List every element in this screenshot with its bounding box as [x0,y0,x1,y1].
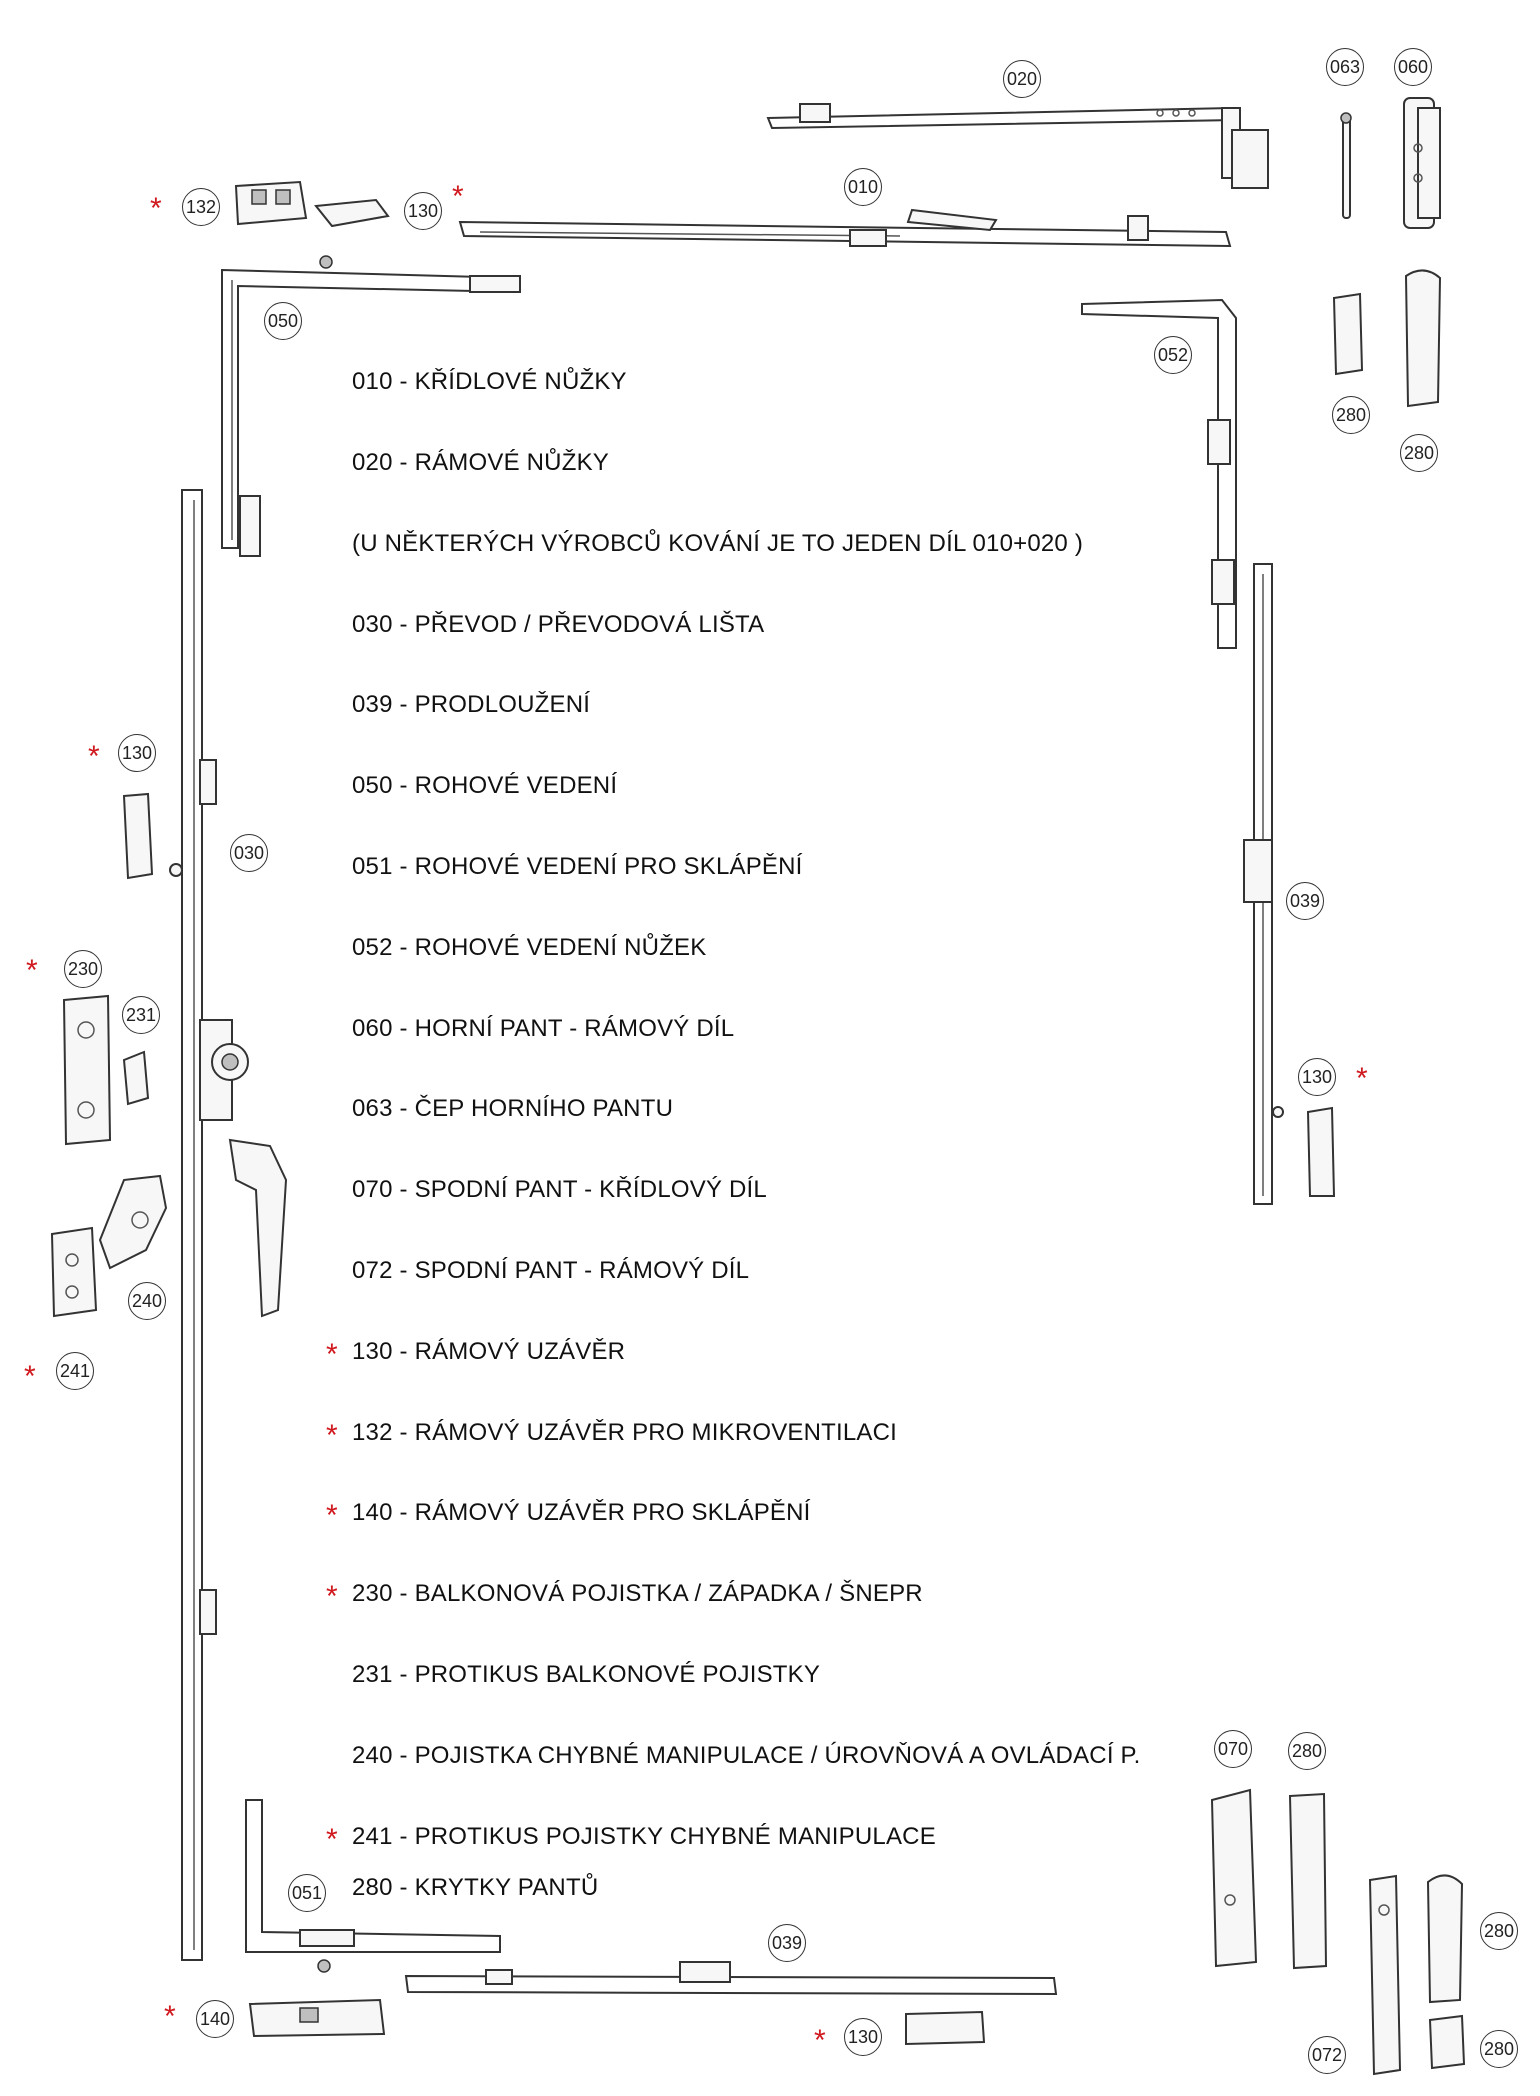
callout-132: 132 [182,188,220,226]
part-240-misoperation-device [98,1174,168,1270]
part-280-cap-upper [1332,269,1442,408]
star-230: * [26,954,38,987]
star-130-right: * [1356,1062,1368,1095]
callout-280-d: 280 [1480,1912,1518,1950]
part-072-bottom-hinge-frame [1368,1874,1402,2076]
callout-051: 051 [288,1874,326,1912]
callout-230: 230 [64,950,102,988]
part-241-device-keeper [50,1226,98,1318]
legend-item: 130 - RÁMOVÝ UZÁVĚR [352,1338,626,1365]
part-063-hinge-pin [1340,112,1352,219]
legend-item: 060 - HORNÍ PANT - RÁMOVÝ DÍL [352,1015,735,1042]
legend-item: 240 - POJISTKA CHYBNÉ MANIPULACE / ÚROVŇ… [352,1742,1141,1769]
legend-star: * [326,1419,338,1452]
legend-item: (U NĚKTERÝCH VÝROBCŮ KOVÁNÍ JE TO JEDEN … [352,530,1084,557]
legend-item: 020 - RÁMOVÉ NŮŽKY [352,449,609,476]
legend-item: 230 - BALKONOVÁ POJISTKA / ZÁPADKA / ŠNE… [352,1580,923,1607]
part-060-top-hinge [1403,97,1441,229]
callout-280-a: 280 [1332,396,1370,434]
part-050-corner-drive [221,255,521,557]
part-051-tilt-corner [245,1799,501,1973]
callout-072: 072 [1308,2036,1346,2074]
part-039-extension-bottom [404,1961,1058,1996]
part-132-keeper [234,180,308,226]
part-280-cap-lower-b [1426,1874,1466,2070]
part-130-keeper-top [314,198,390,228]
part-130-keeper-left [122,792,154,880]
legend-item: 231 - PROTIKUS BALKONOVÉ POJISTKY [352,1661,821,1688]
star-132: * [150,192,162,225]
part-052-stay-corner [1081,298,1237,649]
legend-item: 010 - KŘÍDLOVÉ NŮŽKY [352,368,627,395]
callout-063: 063 [1326,48,1364,86]
callout-280-e: 280 [1480,2030,1518,2068]
callout-060: 060 [1394,48,1432,86]
star-130-bottom: * [814,2024,826,2057]
legend-item: 030 - PŘEVOD / PŘEVODOVÁ LIŠTA [352,611,765,638]
callout-070: 070 [1214,1730,1252,1768]
callout-039-right: 039 [1286,882,1324,920]
callout-140: 140 [196,2000,234,2038]
star-140: * [164,2000,176,2033]
callout-030: 030 [230,834,268,872]
part-020-frame-stay [766,103,1269,189]
part-handle [228,1138,288,1318]
callout-052: 052 [1154,336,1192,374]
star-130-left: * [88,740,100,773]
part-280-cap-lower-a [1288,1792,1328,1970]
star-130-top: * [452,180,464,213]
callout-280-b: 280 [1400,434,1438,472]
part-230-balcony-catch [62,994,112,1146]
legend-star: * [326,1823,338,1856]
callout-050: 050 [264,302,302,340]
callout-280-c: 280 [1288,1732,1326,1770]
callout-231: 231 [122,996,160,1034]
callout-240: 240 [128,1282,166,1320]
legend-star: * [326,1580,338,1613]
part-030-gear-rail [169,489,249,1961]
callout-130-bottom: 130 [844,2018,882,2056]
legend-item: 063 - ČEP HORNÍHO PANTU [352,1095,674,1122]
legend-item: 280 - KRYTKY PANTŮ [352,1874,599,1901]
legend-item: 140 - RÁMOVÝ UZÁVĚR PRO SKLÁPĚNÍ [352,1499,811,1526]
callout-039-bottom: 039 [768,1924,806,1962]
legend-item: 050 - ROHOVÉ VEDENÍ [352,772,618,799]
part-070-bottom-hinge-sash [1210,1788,1258,1968]
legend-item: 132 - RÁMOVÝ UZÁVĚR PRO MIKROVENTILACI [352,1419,898,1446]
callout-130-right: 130 [1298,1058,1336,1096]
legend-item: 070 - SPODNÍ PANT - KŘÍDLOVÝ DÍL [352,1176,767,1203]
part-130-keeper-bottom [905,2010,986,2046]
callout-130-left: 130 [118,734,156,772]
legend-star: * [326,1338,338,1371]
legend-item: 052 - ROHOVÉ VEDENÍ NŮŽEK [352,934,707,961]
callout-241: 241 [56,1352,94,1390]
part-140-keeper [248,1998,386,2038]
part-130-keeper-right [1306,1106,1336,1197]
legend-item: 241 - PROTIKUS POJISTKY CHYBNÉ MANIPULAC… [352,1823,936,1850]
callout-010: 010 [844,168,882,206]
legend-item: 039 - PRODLOUŽENÍ [352,691,591,718]
callout-020: 020 [1003,60,1041,98]
legend-item: 072 - SPODNÍ PANT - RÁMOVÝ DÍL [352,1257,750,1284]
part-010-sash-stay [458,208,1232,248]
part-039-extension-right [1243,563,1284,1205]
legend-star: * [326,1499,338,1532]
part-231-catch-keeper [122,1050,150,1106]
callout-130-top: 130 [404,192,442,230]
star-241: * [24,1360,36,1393]
legend-item: 051 - ROHOVÉ VEDENÍ PRO SKLÁPĚNÍ [352,853,803,880]
